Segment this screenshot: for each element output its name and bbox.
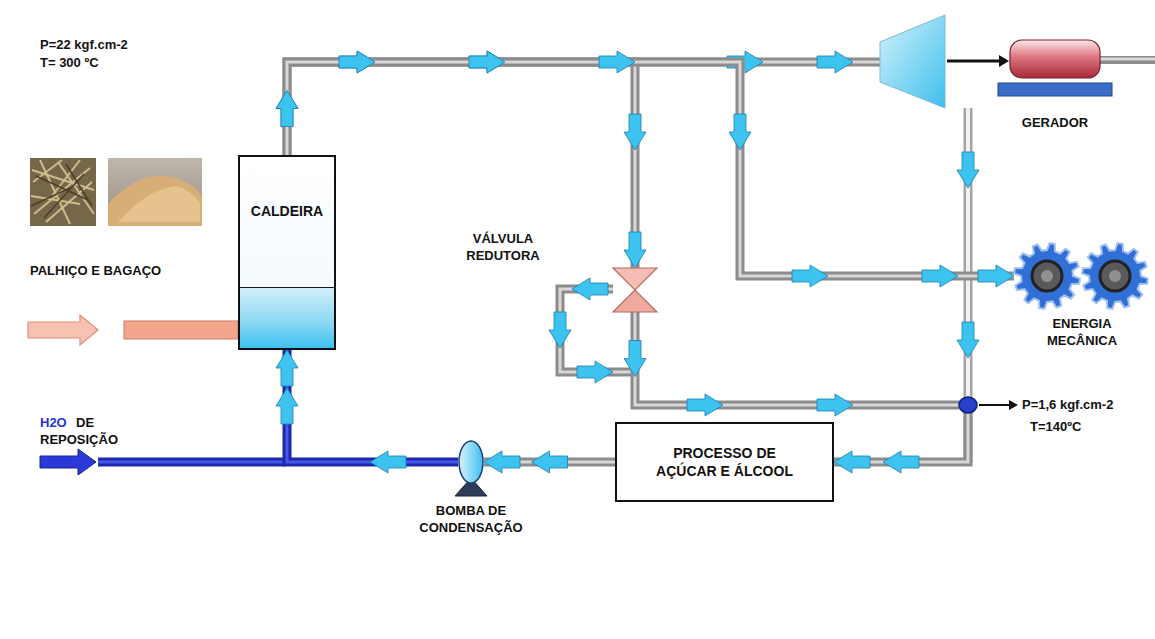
straw-shadows [31, 164, 92, 218]
feedwater-pipe [276, 350, 458, 473]
generator-symbol [1010, 40, 1100, 78]
mechanical-energy: ENERGIA MECÂNICA [1014, 243, 1150, 309]
flow-arrow [624, 341, 646, 377]
shaft-arrow [947, 55, 1009, 67]
gear-axle [1041, 270, 1053, 282]
pipe-highlight [287, 62, 1014, 276]
flow-arrow [792, 265, 828, 287]
pipe-wall [287, 62, 1014, 276]
arrow-head [978, 265, 1014, 287]
valve-symbol [613, 268, 657, 312]
pipe-wall [287, 62, 635, 268]
bagasse-pile [108, 176, 202, 226]
flow-arrow [276, 91, 298, 127]
bagasse-pile-light [118, 186, 200, 222]
process-label: PROCESSO DE AÇÚCAR E ÁLCOOL [655, 444, 794, 480]
junction-dot [959, 397, 977, 413]
exhaust-pipe [957, 108, 979, 462]
generator-base [998, 83, 1112, 96]
boiler-box: CALDEIRA [238, 155, 336, 350]
pipe-wall [287, 350, 458, 462]
flow-arrow [729, 114, 751, 150]
flow-arrow [817, 394, 853, 416]
arrow-head [624, 232, 646, 268]
pump-symbol [458, 440, 484, 484]
condensate-pipe [484, 451, 615, 473]
flow-arrow [339, 51, 375, 73]
straw-photo-ground [30, 158, 96, 226]
generator-body [1010, 40, 1100, 78]
boiler-label: CALDEIRA [240, 203, 334, 220]
condensate-pump: BOMBA DE CONDENSAÇÃO [458, 440, 484, 484]
flow-arrow [532, 451, 568, 473]
valve-bypass-pipe [549, 278, 635, 383]
arrow-head [834, 451, 870, 473]
arrow-head [276, 350, 298, 386]
flow-arrow [276, 91, 298, 127]
arrow-head [484, 451, 520, 473]
pump-label: BOMBA DE CONDENSAÇÃO [411, 502, 531, 536]
makeup-water-arrow [40, 449, 96, 475]
temperature-label: T=140ºC [1030, 418, 1081, 435]
gear-hub [1100, 261, 1130, 291]
process-box: PROCESSO DE AÇÚCAR E ÁLCOOL [615, 422, 834, 502]
gears-symbol [1014, 243, 1150, 309]
reducing-valve: VÁLVULA REDUTORA [613, 268, 657, 312]
temperature-label: T= 300 ºC [40, 54, 99, 71]
water-label: DE REPOSIÇÃO [40, 414, 152, 448]
valve-label: VÁLVULA REDUTORA [448, 230, 558, 264]
generator-shaft [1098, 59, 1155, 60]
bagasse-photo [108, 158, 202, 226]
makeup-water-pipe [98, 462, 285, 463]
straw-fibres [31, 160, 94, 224]
flow-arrow [339, 51, 375, 73]
pipe-highlight [287, 62, 635, 268]
mechanical-energy-label: ENERGIA MECÂNICA [1032, 315, 1132, 349]
turbine [880, 15, 945, 108]
generator: GERADOR [1010, 40, 1100, 78]
pressure-label: P=1,6 kgf.cm-2 [1022, 396, 1113, 413]
flow-arrow [687, 394, 723, 416]
flow-arrow [624, 114, 646, 150]
bagasse-photo-sky [108, 158, 202, 226]
flow-arrow [922, 265, 958, 287]
gear-wheel [1082, 243, 1148, 309]
pump-body [459, 441, 483, 483]
gear-hub [1032, 261, 1062, 291]
gear-axle [1109, 270, 1121, 282]
flow-arrow [469, 51, 505, 73]
flow-arrow [276, 388, 298, 424]
gear-wheel [1014, 243, 1080, 309]
flow-arrow [599, 51, 635, 73]
water-label: H2O [40, 414, 67, 431]
generator-label: GERADOR [1000, 114, 1110, 131]
pointer-arrow [979, 400, 1018, 410]
fuel-arrow [28, 315, 98, 345]
pipe-highlight [287, 350, 458, 462]
flow-arrow [469, 51, 505, 73]
flow-arrow [883, 451, 919, 473]
fuel-feed-bar [124, 321, 238, 339]
pressure-label: P=22 kgf.cm-2 [40, 36, 128, 53]
flow-arrow [370, 451, 406, 473]
straw-photo [30, 158, 96, 226]
valve-lower-cone [613, 290, 657, 312]
valve-upper-cone [613, 268, 657, 290]
fuel-label: PALHIÇO E BAGAÇO [30, 262, 161, 279]
